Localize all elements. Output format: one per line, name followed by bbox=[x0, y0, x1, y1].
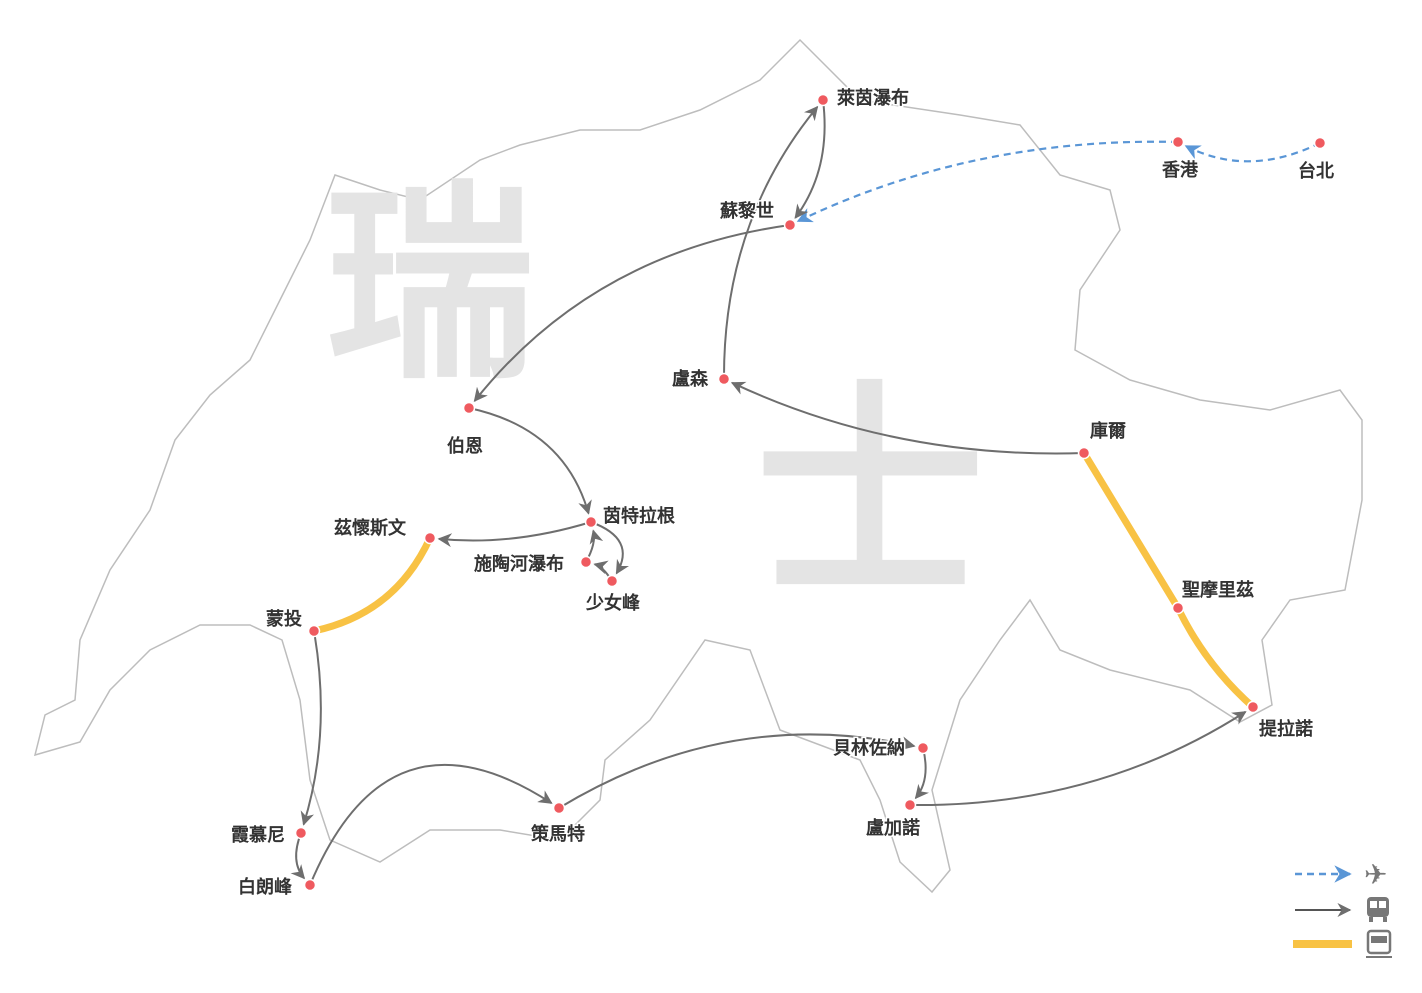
city-label: 蘇黎世 bbox=[719, 200, 774, 222]
city-dot bbox=[1313, 136, 1327, 150]
route-bus bbox=[722, 105, 819, 380]
country-outline bbox=[33, 38, 1363, 894]
city-label: 庫爾 bbox=[1090, 420, 1126, 442]
city-marker: 蘇黎世 bbox=[718, 199, 797, 232]
city-label: 施陶河瀑布 bbox=[474, 553, 564, 575]
city-dot bbox=[816, 93, 830, 107]
route-train bbox=[310, 534, 434, 635]
city-dot bbox=[1246, 700, 1260, 714]
city-marker: 伯恩 bbox=[446, 401, 485, 459]
city-marker: 茲懷斯文 bbox=[333, 516, 437, 545]
city-label: 台北 bbox=[1298, 160, 1334, 182]
city-marker: 策馬特 bbox=[530, 801, 587, 847]
city-dot bbox=[579, 555, 593, 569]
route-bus bbox=[473, 224, 791, 403]
title-char-2: 士 bbox=[755, 363, 985, 630]
city-marker: 聖摩里茲 bbox=[1171, 578, 1256, 615]
city-label: 提拉諾 bbox=[1259, 718, 1313, 740]
city-label: 策馬特 bbox=[531, 823, 585, 845]
city-dot bbox=[1171, 135, 1185, 149]
route-bus bbox=[909, 711, 1247, 807]
city-label: 白朗峰 bbox=[238, 876, 293, 898]
city-marker: 白朗峰 bbox=[237, 875, 317, 900]
city-dot bbox=[1077, 446, 1091, 460]
city-dot bbox=[1171, 601, 1185, 615]
city-marker: 貝林佐納 bbox=[832, 736, 930, 761]
city-label: 盧森 bbox=[672, 368, 709, 390]
city-label: 萊茵瀑布 bbox=[836, 87, 909, 109]
city-label: 少女峰 bbox=[585, 592, 641, 614]
city-label: 蒙投 bbox=[266, 608, 302, 630]
route-bus bbox=[437, 521, 592, 548]
city-marker: 香港 bbox=[1160, 135, 1200, 183]
city-dot bbox=[717, 372, 731, 386]
city-label: 茲懷斯文 bbox=[334, 517, 407, 539]
route-bus bbox=[300, 630, 322, 826]
city-marker: 台北 bbox=[1297, 136, 1336, 184]
city-marker: 蒙投 bbox=[265, 607, 321, 638]
city-label: 茵特拉根 bbox=[603, 505, 675, 527]
city-dot bbox=[423, 531, 437, 545]
route-air bbox=[796, 140, 1179, 223]
legend: ✈ bbox=[1293, 858, 1392, 958]
city-marker: 少女峰 bbox=[584, 574, 642, 616]
city-dot bbox=[462, 401, 476, 415]
city-dot bbox=[303, 878, 317, 892]
route-bus bbox=[468, 407, 592, 515]
city-marker: 庫爾 bbox=[1077, 419, 1128, 460]
route-air bbox=[1184, 142, 1321, 163]
route-bus bbox=[730, 381, 1085, 455]
route-train bbox=[1080, 449, 1182, 612]
city-dot bbox=[552, 801, 566, 815]
city-dot bbox=[307, 624, 321, 638]
route-bus bbox=[914, 747, 930, 800]
city-label: 貝林佐納 bbox=[833, 737, 905, 759]
city-marker: 提拉諾 bbox=[1246, 700, 1315, 742]
route-bus bbox=[309, 763, 553, 886]
city-dot bbox=[584, 515, 598, 529]
city-dot bbox=[903, 798, 917, 812]
route-bus bbox=[558, 733, 916, 809]
city-marker: 茵特拉根 bbox=[584, 504, 677, 529]
routes-layer bbox=[290, 99, 1321, 886]
city-dot bbox=[605, 574, 619, 588]
city-dot bbox=[783, 218, 797, 232]
route-bus bbox=[590, 521, 630, 575]
airplane-icon: ✈ bbox=[1364, 858, 1387, 891]
city-marker: 施陶河瀑布 bbox=[473, 552, 593, 577]
city-dot bbox=[294, 826, 308, 840]
city-label: 聖摩里茲 bbox=[1182, 579, 1254, 601]
city-dot bbox=[916, 741, 930, 755]
city-marker: 盧森 bbox=[671, 367, 731, 392]
city-label: 霞慕尼 bbox=[231, 825, 285, 846]
train-icon bbox=[1366, 929, 1392, 958]
city-label: 香港 bbox=[1161, 160, 1199, 181]
city-label: 伯恩 bbox=[447, 435, 483, 457]
city-label: 盧加諾 bbox=[866, 817, 920, 839]
route-bus bbox=[794, 99, 826, 219]
title-char-1: 瑞 bbox=[325, 163, 535, 408]
bus-icon bbox=[1367, 897, 1389, 922]
route-bus bbox=[290, 832, 306, 880]
route-train bbox=[1174, 604, 1257, 711]
city-marker: 盧加諾 bbox=[865, 798, 922, 841]
city-marker: 霞慕尼 bbox=[230, 824, 308, 848]
city-marker: 萊茵瀑布 bbox=[816, 86, 911, 111]
